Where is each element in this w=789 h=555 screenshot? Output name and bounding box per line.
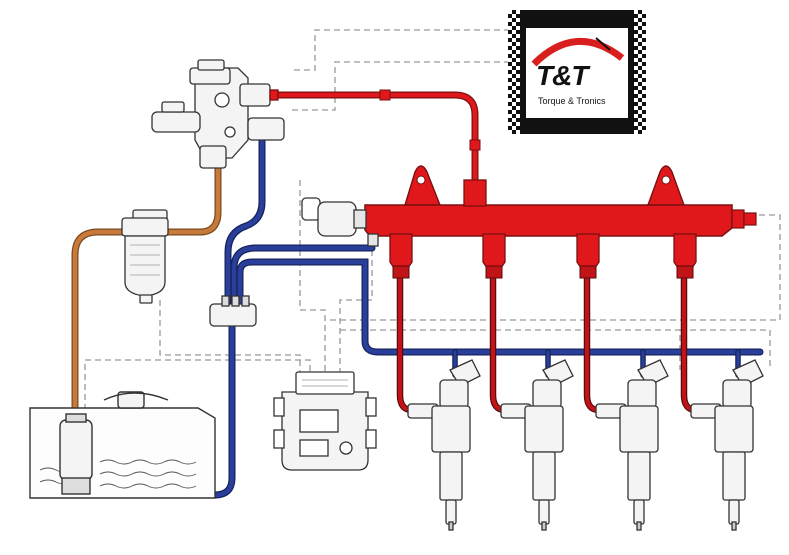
injector-4 — [690, 359, 764, 531]
fuel-tank — [29, 391, 216, 499]
high-pressure-supply-line — [266, 89, 481, 189]
high-pressure-pump — [151, 59, 285, 169]
common-rail — [364, 165, 757, 279]
speedometer-arc-icon — [531, 37, 625, 67]
injector-3 — [595, 359, 669, 531]
feed-line — [71, 148, 222, 419]
return-junction — [209, 295, 257, 327]
logo-tagline: Torque & Tronics — [538, 96, 606, 106]
injector-2 — [500, 359, 574, 531]
logo-mark: T&T — [536, 60, 588, 91]
checkered-flag-right — [634, 10, 646, 134]
logo-panel: T&T Torque & Tronics — [526, 28, 628, 118]
injector-1 — [407, 359, 481, 531]
pressure-regulator — [301, 197, 379, 247]
fuel-filter — [121, 209, 169, 304]
torque-tronics-logo: T&T Torque & Tronics — [508, 10, 646, 134]
injectors — [407, 359, 764, 531]
checkered-flag-left — [508, 10, 520, 134]
engine-control-unit — [273, 371, 377, 471]
